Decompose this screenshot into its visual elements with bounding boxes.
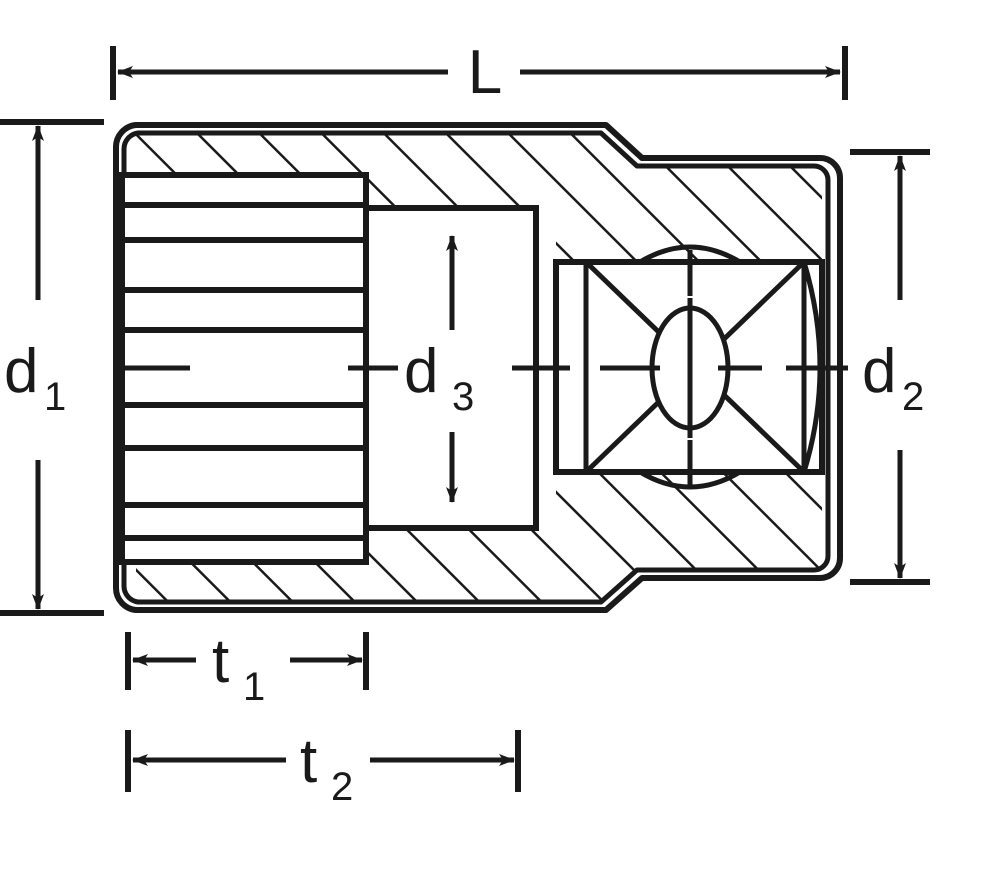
dimension-label-d1-subscript: 1 bbox=[44, 375, 66, 419]
square-drive-cavity bbox=[553, 244, 825, 490]
dimension-d3: d 3 bbox=[404, 235, 474, 503]
dimension-t2: t 2 bbox=[125, 727, 521, 809]
dimension-d2: d 2 bbox=[850, 149, 930, 585]
dimension-label-d1-symbol: d bbox=[4, 337, 38, 406]
dimension-label-L: L bbox=[468, 38, 502, 107]
dimension-d1: d 1 bbox=[0, 119, 104, 616]
dimension-label-d2-subscript: 2 bbox=[902, 375, 924, 419]
dimension-label-d3-symbol: d bbox=[404, 337, 438, 406]
dimension-t1: t 1 bbox=[125, 627, 369, 709]
dimension-label-d2-symbol: d bbox=[862, 337, 896, 406]
dimension-label-t2-subscript: 2 bbox=[331, 765, 353, 809]
dimension-label-t1-subscript: 1 bbox=[243, 665, 265, 709]
dimension-label-d3-subscript: 3 bbox=[452, 375, 474, 419]
dimension-label-t1-symbol: t bbox=[212, 627, 229, 696]
dimension-label-t2-symbol: t bbox=[300, 727, 317, 796]
dimension-L: L bbox=[110, 38, 848, 107]
